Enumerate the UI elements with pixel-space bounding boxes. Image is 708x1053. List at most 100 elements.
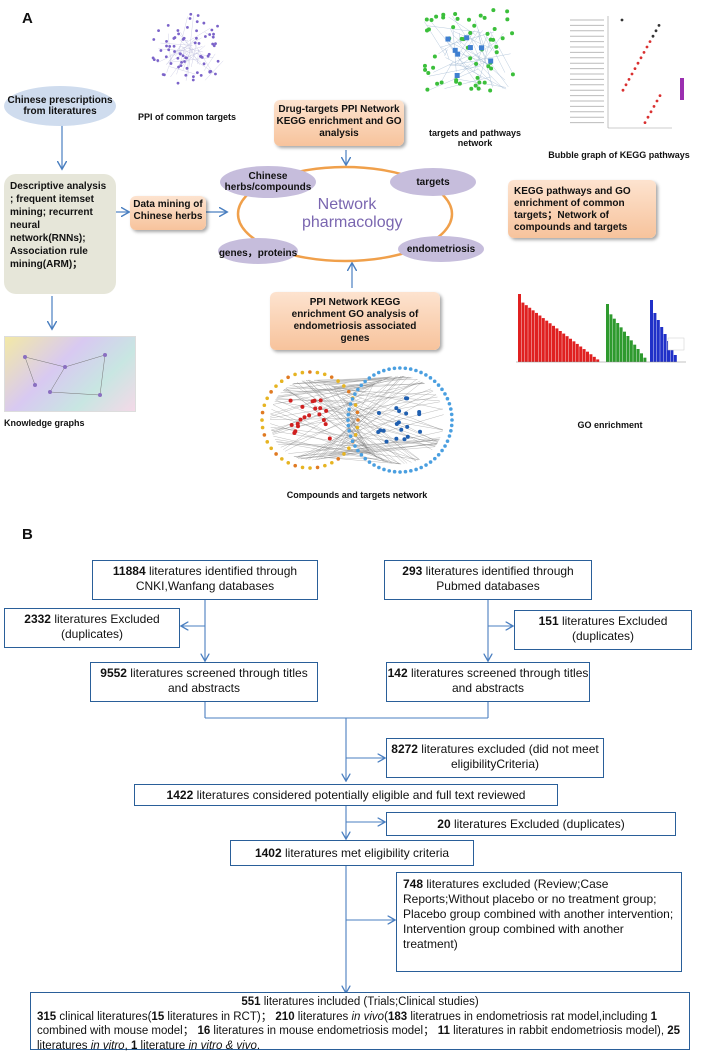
ct-target-node	[356, 449, 360, 453]
ct-compound-node	[301, 466, 305, 470]
ct-target-node	[359, 383, 363, 387]
mouse-text: literatures in mouse endometriosis model…	[210, 1025, 438, 1037]
eligible-1422-box: 1422 literatures considered potentially …	[134, 784, 558, 806]
ct-compound-node	[316, 371, 320, 375]
bubble-point	[658, 24, 661, 27]
ppi-node	[184, 56, 187, 59]
tp-node	[458, 82, 462, 86]
excluded-8272-count: 8272	[391, 742, 418, 756]
ct-target-node	[424, 373, 428, 377]
ct-target-node	[393, 366, 397, 370]
excluded-8272-text: literatures excluded (did not meet eligi…	[418, 742, 599, 771]
mouse-count: 16	[197, 1025, 210, 1037]
ppi-node	[189, 13, 192, 16]
ppi-node	[174, 36, 177, 39]
ppi-node	[182, 54, 185, 57]
excluded-2332-box: 2332 literatures Excluded (duplicates)	[4, 608, 180, 648]
ppi-node	[184, 74, 187, 77]
methods-box: Descriptive analysis ; frequent itemset …	[4, 174, 116, 294]
tp-edge	[445, 48, 449, 59]
ppi-edge	[170, 52, 188, 77]
ct-target-node	[414, 468, 418, 472]
kegg-go-common-box: KEGG pathways and GO enrichment of commo…	[508, 180, 656, 238]
met-1402-text: literatures met eligibility criteria	[282, 846, 449, 860]
excluded-20-box: 20 literatures Excluded (duplicates)	[386, 812, 676, 836]
screened-142-count: 142	[388, 666, 408, 680]
ct-target-node	[433, 379, 437, 383]
go-enrichment-image	[500, 282, 700, 398]
tp-pathway-node	[488, 58, 493, 63]
invitro-count: 25	[667, 1025, 680, 1037]
ct-target-node	[419, 371, 423, 375]
rabbit-count: 11	[438, 1025, 450, 1037]
ppi-node	[165, 45, 168, 48]
ppi-node	[170, 62, 173, 65]
tp-node	[477, 80, 481, 84]
ppi-node	[167, 24, 170, 27]
ct-core-target	[382, 429, 386, 433]
ct-core-node	[318, 406, 322, 410]
bubble-graph-image	[560, 6, 700, 134]
go-bar	[555, 328, 558, 362]
pubmed-text: literatures identified through Pubmed da…	[422, 564, 573, 593]
ct-core-node	[313, 399, 317, 403]
ppi-node	[197, 14, 200, 17]
ct-edge	[349, 397, 437, 412]
go-bar	[569, 339, 572, 362]
ct-compound-node	[263, 403, 267, 407]
bubble-point	[644, 121, 647, 124]
go-bar	[620, 327, 623, 362]
ct-target-node	[443, 392, 447, 396]
ct-target-node	[372, 463, 376, 467]
excluded-20-text: literatures Excluded (duplicates)	[451, 817, 625, 831]
targets-label: targets	[416, 177, 449, 188]
drug-targets-box: Drug-targets PPI Network KEGG enrichment…	[274, 100, 404, 146]
ct-target-node	[360, 453, 364, 457]
invivo-italic: in vivo	[351, 1011, 384, 1023]
bubble-point	[649, 40, 652, 43]
excluded-748-count: 748	[403, 877, 423, 891]
ct-core-node	[319, 398, 323, 402]
ct-compound-node	[342, 452, 346, 456]
ct-target-node	[404, 366, 408, 370]
go-bar	[572, 341, 575, 362]
eligible-1422-text: literatures considered potentially eligi…	[193, 788, 525, 802]
bubble-point	[628, 78, 631, 81]
tp-edge	[450, 29, 452, 34]
ppi-common-caption: PPI of common targets	[132, 112, 242, 122]
go-bar	[576, 344, 579, 362]
ct-compound-node	[336, 457, 340, 461]
bubble-point	[622, 89, 625, 92]
go-bar	[566, 336, 569, 362]
go-bar	[664, 334, 667, 362]
targets-pathways-image	[414, 4, 524, 114]
prescriptions-node: Chinese prescriptions from literatures	[4, 86, 116, 126]
go-bar	[538, 316, 541, 363]
tp-node	[493, 27, 497, 31]
bubble-point	[646, 46, 649, 49]
ppi-edge	[191, 53, 201, 62]
ct-target-node	[368, 376, 372, 380]
ppi-node	[217, 60, 220, 63]
ct-target-node	[450, 413, 454, 417]
tp-node	[427, 27, 431, 31]
tp-node	[505, 9, 509, 13]
ct-compound-node	[265, 440, 269, 444]
tp-node	[454, 80, 458, 84]
clinical-text: clinical literatures(	[56, 1011, 151, 1023]
ct-core-node	[289, 399, 293, 403]
go-bar	[630, 340, 633, 362]
ct-target-node	[382, 468, 386, 472]
ct-target-node	[448, 434, 452, 438]
ct-compound-node	[347, 446, 351, 450]
ppi-node	[173, 45, 176, 48]
tp-node	[423, 68, 427, 72]
ppi-node	[202, 22, 205, 25]
invitro-italic: in vitro	[91, 1040, 125, 1052]
tp-node	[501, 36, 505, 40]
network-pharmacology-line2: pharmacology	[302, 214, 392, 232]
ppi-node	[173, 50, 176, 53]
ct-core-node	[328, 436, 332, 440]
ppi-node	[180, 61, 183, 64]
tp-node	[431, 66, 435, 70]
